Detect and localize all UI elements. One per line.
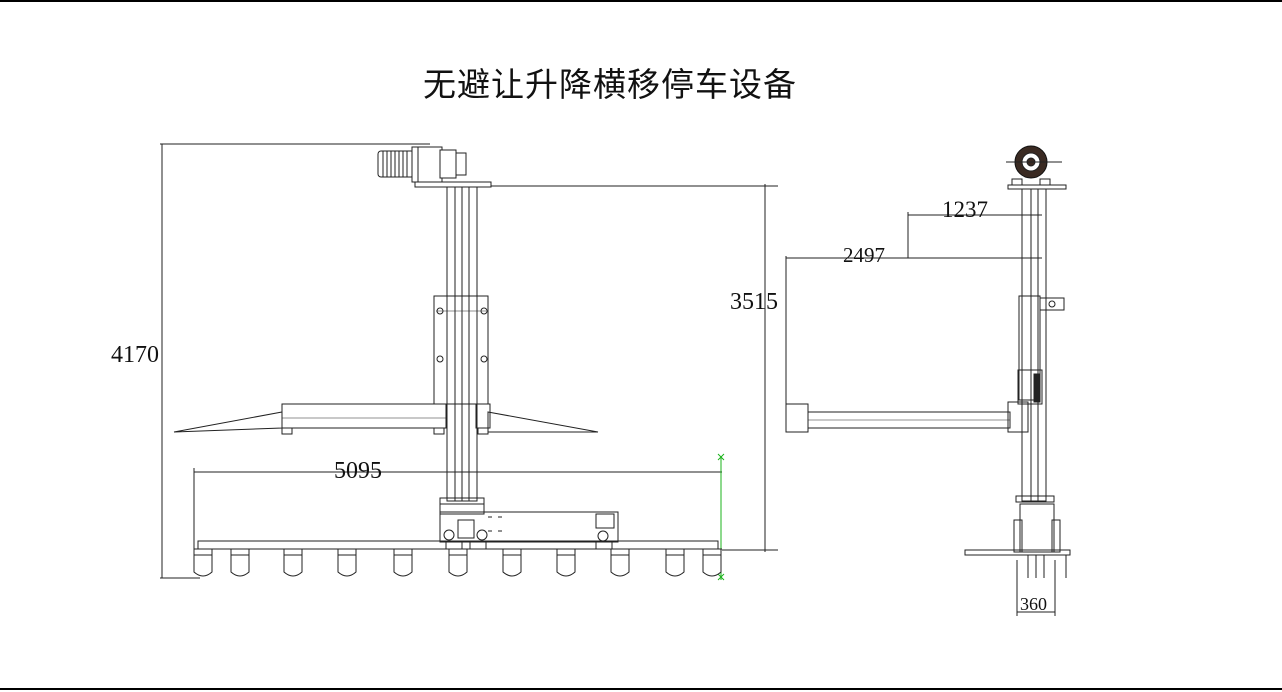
wheel bbox=[193, 548, 213, 577]
wheel-row bbox=[193, 548, 722, 577]
side-view bbox=[785, 145, 1071, 616]
wheel bbox=[337, 548, 357, 577]
wheel bbox=[665, 548, 685, 577]
dimension-label-arm-reach: 2497 bbox=[843, 243, 885, 267]
wheel bbox=[556, 548, 576, 577]
frame-top-border bbox=[0, 0, 1282, 2]
wheel bbox=[283, 548, 303, 577]
dimension-line-5095 bbox=[193, 468, 722, 552]
lifting-column bbox=[433, 186, 489, 505]
wheel bbox=[502, 548, 522, 577]
drive-motor bbox=[377, 146, 492, 188]
parking-platform bbox=[173, 403, 599, 435]
dimension-label-base-length: 5095 bbox=[334, 458, 382, 484]
top-pulley bbox=[1006, 145, 1067, 190]
frame-bottom-border bbox=[0, 688, 1282, 690]
dimension-label-base-width: 360 bbox=[1020, 594, 1047, 614]
dimension-label-column-height: 3515 bbox=[730, 289, 778, 315]
base-carriage bbox=[439, 503, 619, 550]
dimension-line-4170 bbox=[160, 143, 430, 579]
dimension-label-arm-offset: 1237 bbox=[942, 197, 988, 222]
front-view bbox=[160, 143, 778, 581]
dimension-label-total-height: 4170 bbox=[111, 342, 159, 368]
side-column bbox=[1015, 188, 1065, 503]
side-base bbox=[964, 503, 1071, 578]
dimension-line-3515 bbox=[490, 184, 778, 552]
wheel bbox=[610, 548, 630, 577]
wheel bbox=[230, 548, 250, 577]
dimension-line-2497 bbox=[785, 256, 1042, 408]
wheel bbox=[448, 548, 468, 577]
drawing-title: 无避让升降横移停车设备 bbox=[423, 65, 797, 104]
dimension-line-1237 bbox=[907, 212, 1042, 258]
side-arm bbox=[785, 401, 1029, 433]
wheel bbox=[702, 548, 722, 577]
wheel bbox=[393, 548, 413, 577]
dimension-line-360 bbox=[1016, 560, 1056, 616]
